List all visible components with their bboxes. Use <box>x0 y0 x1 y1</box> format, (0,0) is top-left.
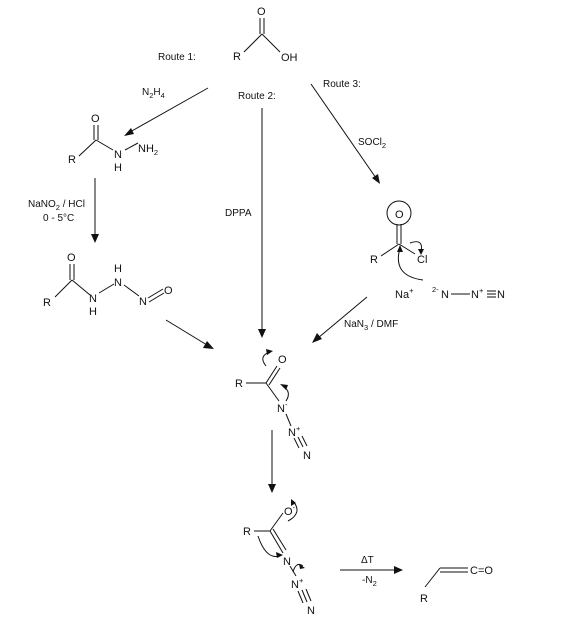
route-2-arrow <box>258 108 266 338</box>
nitroso-carbonyl-oxygen: O <box>67 252 76 264</box>
azide-nitrogen-1: N <box>441 289 449 301</box>
route-1-arrow <box>124 87 209 136</box>
nitrogen-loss-condition: -N2 <box>362 575 377 588</box>
acyl-azide: R O N- N+ N <box>235 349 311 462</box>
nitroso-oxygen: O <box>164 285 173 297</box>
acyl-azide-nitrogen-3: N <box>303 450 311 462</box>
nitroso-hydrazide: O R N H H N N O <box>43 252 173 318</box>
heat-arrow <box>340 566 403 574</box>
hydrazide-amine: NH2 <box>138 143 158 157</box>
product-r-group: R <box>420 593 428 605</box>
hydrazide-hydrogen: H <box>114 162 122 174</box>
sodium-ion: Na+ <box>395 286 414 301</box>
route-1-label: Route 1: <box>158 52 196 63</box>
route-3-label: Route 3: <box>323 79 361 90</box>
thionyl-chloride-reagent: SOCl2 <box>358 137 386 150</box>
acyl-chloride: O R Cl <box>370 200 427 281</box>
sodium-azide: Na+ 2- N N+ N <box>395 285 505 301</box>
nitroso-nitrogen-3: N <box>139 296 147 308</box>
hydrazide-r-group: R <box>68 154 76 166</box>
acyl-chloride-r-group: R <box>370 254 378 266</box>
nitroso-hydrogen-1: H <box>89 306 97 318</box>
azide-charge: 2- <box>432 285 439 294</box>
route-2-label: Route 2: <box>238 91 276 102</box>
intermediate-nitrogen-3: N <box>307 605 315 617</box>
hydrazine-reagent: N2H4 <box>142 87 165 100</box>
product-carbonyl: C=O <box>470 565 493 577</box>
intermediate-nitrogen-1: N <box>283 556 291 568</box>
azide-nitrogen-3: N <box>497 289 505 301</box>
acyl-hydrazide: O R N H NH2 <box>68 113 158 174</box>
acyl-azide-oxygen: O <box>278 354 287 366</box>
acid-hydroxyl: OH <box>281 52 298 64</box>
sodium-azide-reagent: NaN3 / DMF <box>344 319 398 332</box>
acyl-chloride-chlorine: Cl <box>417 254 427 266</box>
route-1-to-azide-arrow <box>165 319 214 349</box>
acid-r-group: R <box>233 51 241 63</box>
azide-attack-arrow <box>397 247 424 281</box>
carbonyl-lone-pair-circle <box>386 200 412 226</box>
carboxylic-acid: O R OH <box>233 6 298 64</box>
route-3-arrow <box>310 83 380 184</box>
hydrazide-oxygen: O <box>91 113 100 125</box>
intermediate-r-group: R <box>243 526 251 538</box>
nitroso-r-group: R <box>43 297 51 309</box>
intermediate-nitrogen-2: N+ <box>291 576 304 591</box>
route-3-to-azide-arrow <box>312 296 368 343</box>
carbonyl-push-arrow <box>262 351 271 367</box>
rearrangement-intermediate: R O- N N+ N <box>243 499 315 617</box>
nitrite-reagent: NaNO2 / HCl <box>28 199 85 212</box>
rearrangement-arrow <box>268 430 276 493</box>
acyl-azide-nitrogen-2: N+ <box>288 424 301 439</box>
intermediate-oxygen: O- <box>284 503 296 518</box>
temperature-condition: 0 - 5°C <box>43 213 74 224</box>
azide-nitrogen-2: N+ <box>471 286 484 301</box>
acid-oxygen: O <box>257 6 266 18</box>
dppa-reagent: DPPA <box>225 208 252 219</box>
nitroso-hydrogen-2: H <box>114 263 122 275</box>
heat-condition: ΔT <box>361 555 374 566</box>
hydrazide-nitrogen: N <box>114 149 122 161</box>
acyl-chloride-oxygen: O <box>395 209 404 221</box>
acyl-azide-nitrogen-1: N- <box>277 400 288 415</box>
acyl-azide-r-group: R <box>235 378 243 390</box>
nitroso-nitrogen-1: N <box>89 293 97 305</box>
nitrogen-loss-arrow <box>292 564 304 573</box>
nitrosation-arrow <box>91 178 99 243</box>
product: R C=O <box>420 565 493 605</box>
nitroso-nitrogen-2: N <box>114 277 122 289</box>
